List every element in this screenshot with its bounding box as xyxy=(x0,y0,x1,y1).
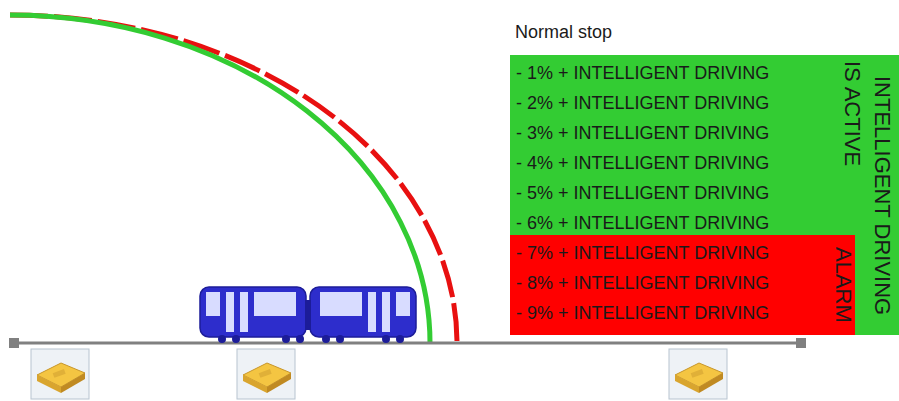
braking-curve-red xyxy=(10,15,457,343)
balise xyxy=(31,349,89,399)
balise xyxy=(669,349,727,399)
status-row: - 5% + INTELLIGENT DRIVING xyxy=(516,178,769,208)
status-row: - 4% + INTELLIGENT DRIVING xyxy=(516,148,769,178)
track-end xyxy=(796,338,806,348)
status-row: - 8% + INTELLIGENT DRIVING xyxy=(516,268,769,298)
track-end xyxy=(9,338,19,348)
status-row: - 1% + INTELLIGENT DRIVING xyxy=(516,58,769,88)
panel-heading: Normal stop xyxy=(515,23,612,41)
status-panel: Normal stopINTELLIGENT DRIVING- 1% + INT… xyxy=(510,55,899,335)
braking-curve-green xyxy=(10,15,430,343)
status-row: - 9% + INTELLIGENT DRIVING xyxy=(516,298,769,328)
track xyxy=(15,342,800,345)
vertical-label: ALARM xyxy=(832,247,854,323)
active-band: - 1% + INTELLIGENT DRIVING- 2% + INTELLI… xyxy=(510,55,870,235)
train xyxy=(200,287,416,343)
status-row: - 7% + INTELLIGENT DRIVING xyxy=(516,238,769,268)
status-row: - 3% + INTELLIGENT DRIVING xyxy=(516,118,769,148)
alarm-band: - 7% + INTELLIGENT DRIVING- 8% + INTELLI… xyxy=(510,235,855,335)
status-row: - 6% + INTELLIGENT DRIVING xyxy=(516,208,769,238)
vertical-label: IS ACTIVE xyxy=(841,61,863,166)
vertical-label: INTELLIGENT DRIVING xyxy=(871,76,893,315)
status-row: - 2% + INTELLIGENT DRIVING xyxy=(516,88,769,118)
balise xyxy=(237,349,295,399)
